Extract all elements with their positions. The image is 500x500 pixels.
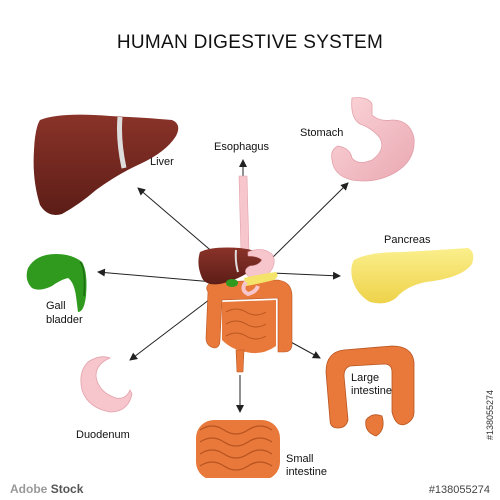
label-gall-bladder-line1: Gall (46, 300, 66, 312)
label-large-intestine-line2: intestine (351, 385, 392, 397)
diagram-title: HUMAN DIGESTIVE SYSTEM (116, 32, 384, 53)
watermark-bar: Adobe Stock #138055274 (0, 478, 500, 500)
watermark-brand-name: Adobe (10, 482, 48, 496)
small-intestine-illustration (196, 420, 280, 480)
label-small-intestine-line1: Small (286, 453, 314, 465)
watermark-brand: Adobe Stock (10, 482, 83, 496)
gall-bladder-illustration (26, 254, 87, 312)
label-large-intestine-line1: Large (351, 372, 380, 384)
arrow-liver (137, 187, 223, 261)
pancreas-illustration (351, 248, 474, 304)
label-pancreas: Pancreas (384, 234, 431, 246)
watermark-id: #138055274 (428, 484, 490, 496)
arrow-pancreas (271, 271, 341, 280)
liver-illustration (33, 114, 179, 215)
label-liver: Liver (150, 156, 174, 168)
label-gall-bladder-line2: bladder (46, 314, 83, 326)
large-intestine-illustration (325, 345, 415, 437)
stomach-illustration (331, 97, 415, 182)
arrow-duodenum (129, 289, 223, 361)
label-duodenum: Duodenum (76, 429, 130, 441)
watermark-stock: Stock (50, 482, 84, 496)
arrow-gall-bladder (97, 268, 226, 284)
label-stomach: Stomach (300, 127, 344, 139)
stock-credit-id: #138055274 (485, 389, 495, 440)
arrow-stomach (267, 182, 349, 263)
duodenum-illustration (80, 356, 133, 413)
label-esophagus: Esophagus (214, 141, 270, 153)
label-small-intestine-line2: intestine (286, 466, 327, 478)
central-digestive-system (198, 175, 293, 373)
